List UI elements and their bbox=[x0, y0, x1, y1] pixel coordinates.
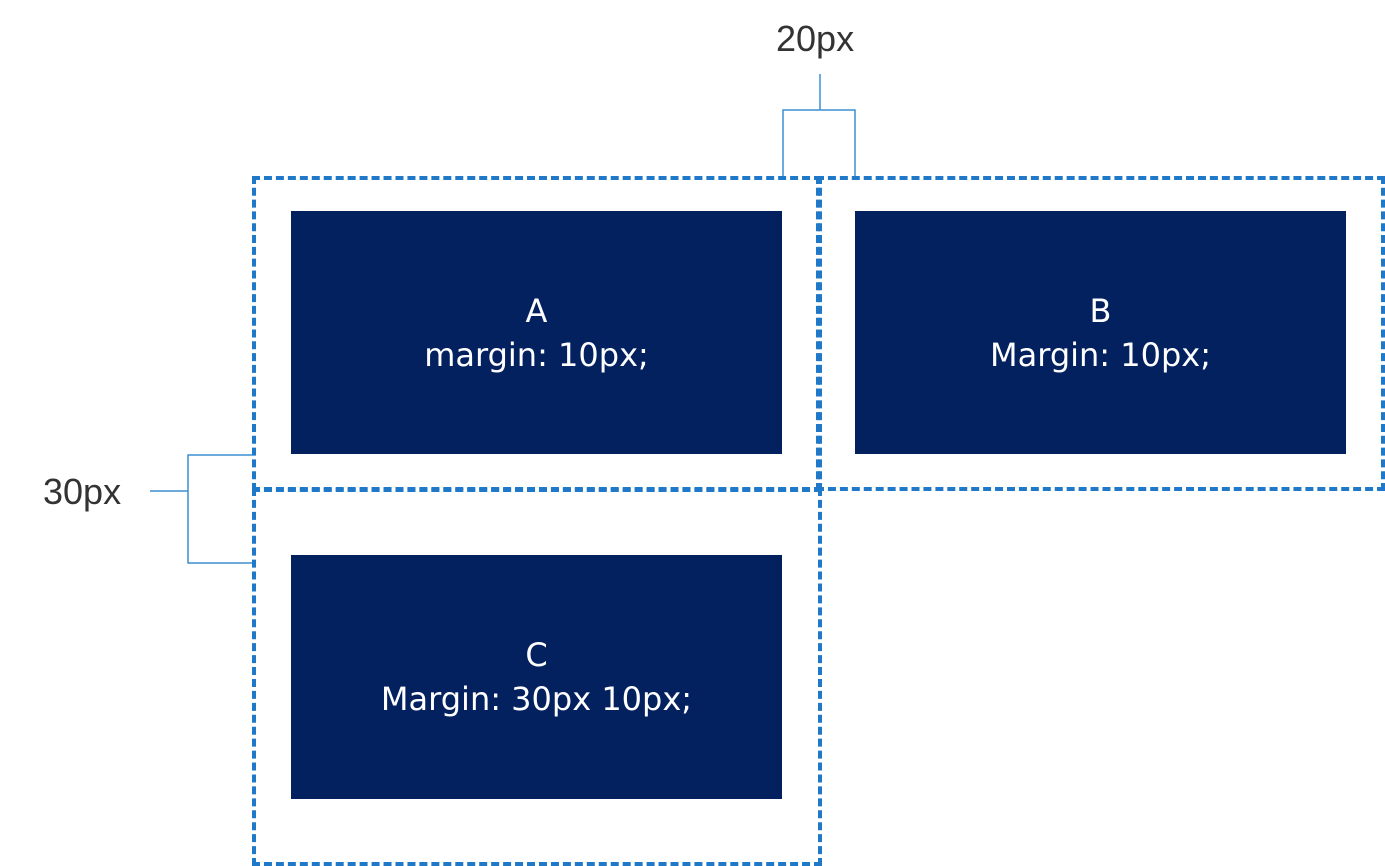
margin-outline-c bbox=[252, 488, 822, 866]
vertical-gap-bracket-arms bbox=[187, 454, 252, 564]
box-a: A margin: 10px; bbox=[291, 211, 782, 454]
horizontal-gap-label: 20px bbox=[776, 18, 855, 59]
box-c-rule: Margin: 30px 10px; bbox=[380, 680, 693, 718]
box-b-letter: B bbox=[1089, 291, 1112, 330]
box-c-letter: C bbox=[525, 636, 548, 674]
margin-outline-b bbox=[816, 176, 1385, 491]
vertical-gap-label: 30px bbox=[43, 471, 122, 512]
horizontal-gap-bracket-arms bbox=[782, 109, 856, 176]
box-c: C Margin: 30px 10px; bbox=[291, 555, 782, 799]
box-b-rule: Margin: 10px; bbox=[990, 335, 1211, 374]
box-a-letter: A bbox=[525, 291, 548, 330]
box-a-rule: margin: 10px; bbox=[424, 335, 649, 374]
box-b: B Margin: 10px; bbox=[855, 211, 1346, 454]
